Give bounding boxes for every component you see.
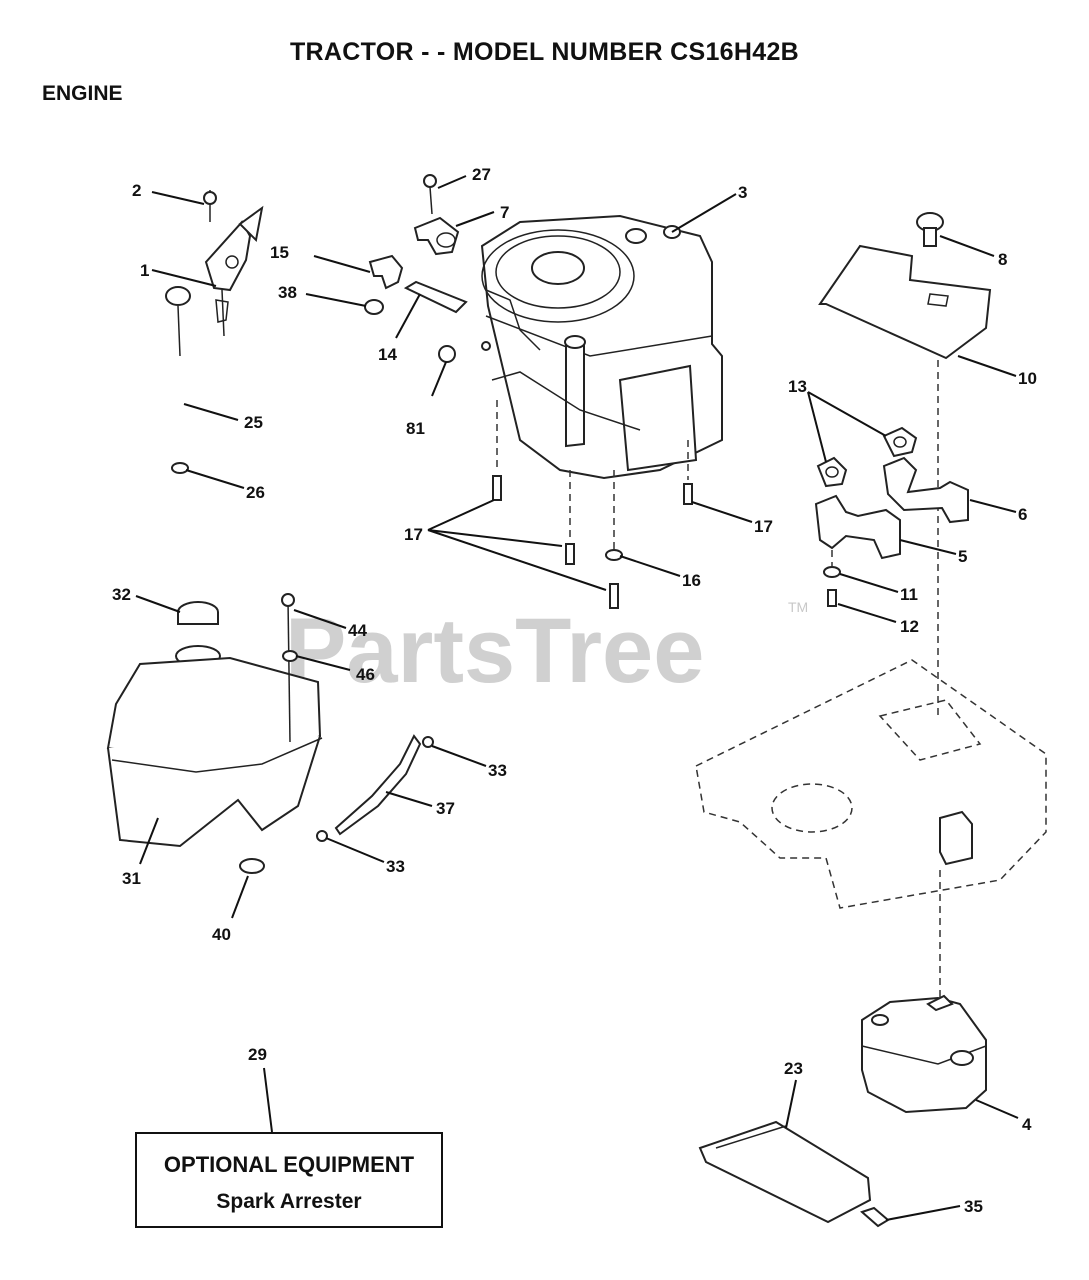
optional-equipment-box: OPTIONAL EQUIPMENT Spark Arrester bbox=[135, 1132, 443, 1228]
callout-81: 81 bbox=[406, 419, 425, 438]
throttle-control-part bbox=[203, 190, 264, 337]
callout-5: 5 bbox=[958, 547, 967, 566]
callout-13: 13 bbox=[788, 377, 807, 396]
callout-33-bottom: 33 bbox=[386, 857, 405, 876]
fuel-tank-part bbox=[106, 593, 323, 874]
callout-1: 1 bbox=[140, 261, 149, 280]
callout-15: 15 bbox=[270, 243, 289, 262]
oil-dipstick-part bbox=[165, 286, 191, 474]
callout-10: 10 bbox=[1018, 369, 1037, 388]
callout-12: 12 bbox=[900, 617, 919, 636]
callout-33-top: 33 bbox=[488, 761, 507, 780]
callout-38: 38 bbox=[278, 283, 297, 302]
callout-40: 40 bbox=[212, 925, 231, 944]
callout-4: 4 bbox=[1022, 1115, 1032, 1134]
callout-2: 2 bbox=[132, 181, 141, 200]
callout-7: 7 bbox=[500, 203, 509, 222]
callout-3: 3 bbox=[738, 183, 747, 202]
callout-31: 31 bbox=[122, 869, 141, 888]
frame-plate-part bbox=[695, 659, 1047, 1000]
heat-shield-part bbox=[698, 1120, 890, 1228]
callout-23: 23 bbox=[784, 1059, 803, 1078]
fuel-line-part bbox=[316, 734, 434, 842]
exhaust-pipes-part bbox=[814, 426, 969, 607]
callout-6: 6 bbox=[1018, 505, 1027, 524]
spark-arrester-label: Spark Arrester bbox=[216, 1190, 362, 1213]
muffler-part bbox=[861, 994, 987, 1114]
callout-35: 35 bbox=[964, 1197, 983, 1216]
callout-8: 8 bbox=[998, 250, 1007, 269]
section-label: ENGINE bbox=[42, 82, 123, 105]
fuel-fittings-part bbox=[364, 254, 491, 363]
callout-26: 26 bbox=[246, 483, 265, 502]
page-title: TRACTOR - - MODEL NUMBER CS16H42B bbox=[289, 38, 800, 66]
optional-equipment-title: OPTIONAL EQUIPMENT bbox=[163, 1152, 415, 1177]
callout-14: 14 bbox=[378, 345, 397, 364]
engine-bolts-part bbox=[492, 400, 693, 609]
callout-27: 27 bbox=[472, 165, 491, 184]
callout-16: 16 bbox=[682, 571, 701, 590]
watermark-trademark: TM bbox=[788, 599, 808, 615]
leader-lines bbox=[135, 175, 1019, 1221]
engine-part bbox=[480, 214, 723, 480]
callout-labels: 2 1 15 38 14 81 27 7 3 8 10 13 6 5 11 12… bbox=[112, 165, 1037, 1216]
clamp-part bbox=[413, 174, 460, 256]
callout-17-left: 17 bbox=[404, 525, 423, 544]
callout-46: 46 bbox=[356, 665, 375, 684]
callout-25: 25 bbox=[244, 413, 263, 432]
watermark-text: PartsTree bbox=[285, 600, 704, 702]
shield-part bbox=[818, 212, 992, 720]
callout-11: 11 bbox=[900, 585, 918, 604]
callout-17-right: 17 bbox=[754, 517, 773, 536]
callout-29: 29 bbox=[248, 1045, 267, 1064]
callout-44: 44 bbox=[348, 621, 367, 640]
callout-37: 37 bbox=[436, 799, 455, 818]
callout-32: 32 bbox=[112, 585, 131, 604]
